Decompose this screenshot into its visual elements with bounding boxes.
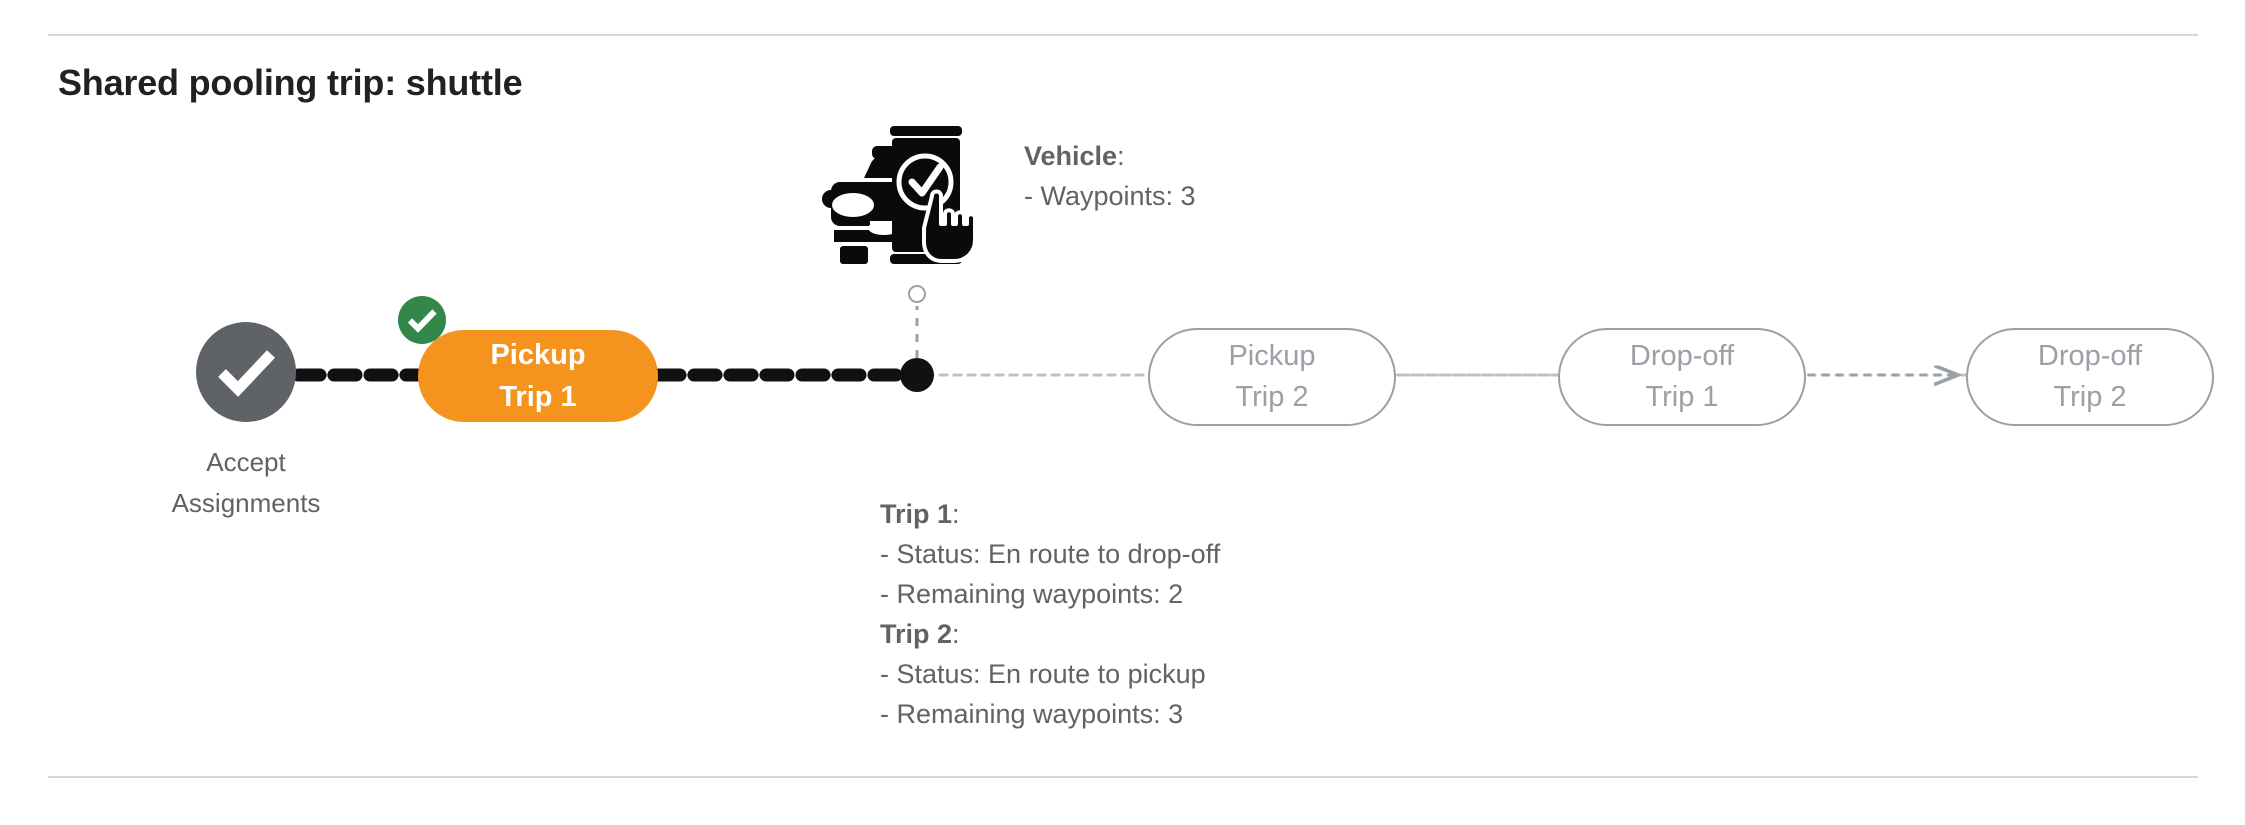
flow-node-pickup-trip-2[interactable]: Pickup Trip 2 — [1148, 328, 1396, 426]
flow-node-pickup-trip-1[interactable]: Pickup Trip 1 — [418, 330, 658, 422]
vehicle-leader-node-icon — [908, 285, 926, 303]
dropoff-trip-1-line-2: Trip 1 — [1645, 381, 1719, 413]
vehicle-info-heading-text: Vehicle — [1024, 141, 1118, 171]
trip-1-heading-suffix: : — [952, 499, 960, 529]
top-divider — [48, 34, 2198, 36]
pickup-trip-2-line-2: Trip 2 — [1235, 381, 1309, 413]
vehicle-app-check-icon — [812, 118, 982, 273]
vehicle-info-heading-suffix: : — [1117, 141, 1125, 171]
trip-1-heading: Trip 1: — [880, 494, 1220, 534]
dropoff-trip-1-line-1: Drop-off — [1629, 340, 1735, 372]
dropoff-trip-2-line-1: Drop-off — [2037, 340, 2143, 372]
flow-node-accept-assignments-label: Accept Assignments — [96, 442, 396, 524]
trip-2-heading-text: Trip 2 — [880, 619, 953, 649]
page-title: Shared pooling trip: shuttle — [58, 62, 523, 103]
check-circle-icon — [218, 350, 276, 397]
check-badge-icon — [407, 309, 437, 333]
trip-1-heading-text: Trip 1 — [880, 499, 953, 529]
vehicle-info-heading: Vehicle: — [1024, 136, 1196, 176]
flow-node-dropoff-trip-1[interactable]: Drop-off Trip 1 — [1558, 328, 1806, 426]
trip-2-status-row: - Status: En route to pickup — [880, 659, 1206, 689]
pickup-trip-1-line-1: Pickup — [490, 339, 586, 371]
pickup-trip-1-line-2: Trip 1 — [499, 381, 577, 413]
flow-node-dropoff-trip-2[interactable]: Drop-off Trip 2 — [1966, 328, 2214, 426]
vehicle-info-row: - Waypoints: 3 — [1024, 181, 1196, 211]
status-badge-completed — [398, 296, 446, 344]
trip-2-heading: Trip 2: — [880, 614, 1220, 654]
trip-1-status-row: - Status: En route to drop-off — [880, 539, 1221, 569]
vehicle-position-marker[interactable] — [900, 358, 934, 392]
trip-1-waypoints-row: - Remaining waypoints: 2 — [880, 579, 1184, 609]
dropoff-trip-2-line-2: Trip 2 — [2053, 381, 2127, 413]
flow-node-accept-assignments[interactable] — [196, 322, 296, 422]
bottom-divider — [48, 776, 2198, 778]
trip-2-heading-suffix: : — [952, 619, 960, 649]
accept-label-line-1: Accept — [206, 447, 286, 477]
trip-2-waypoints-row: - Remaining waypoints: 3 — [880, 699, 1184, 729]
accept-label-line-2: Assignments — [171, 488, 321, 518]
trip-info-block: Trip 1: - Status: En route to drop-off -… — [880, 494, 1220, 734]
vehicle-info-block: Vehicle: - Waypoints: 3 — [1024, 136, 1196, 216]
pickup-trip-2-line-1: Pickup — [1228, 340, 1316, 372]
